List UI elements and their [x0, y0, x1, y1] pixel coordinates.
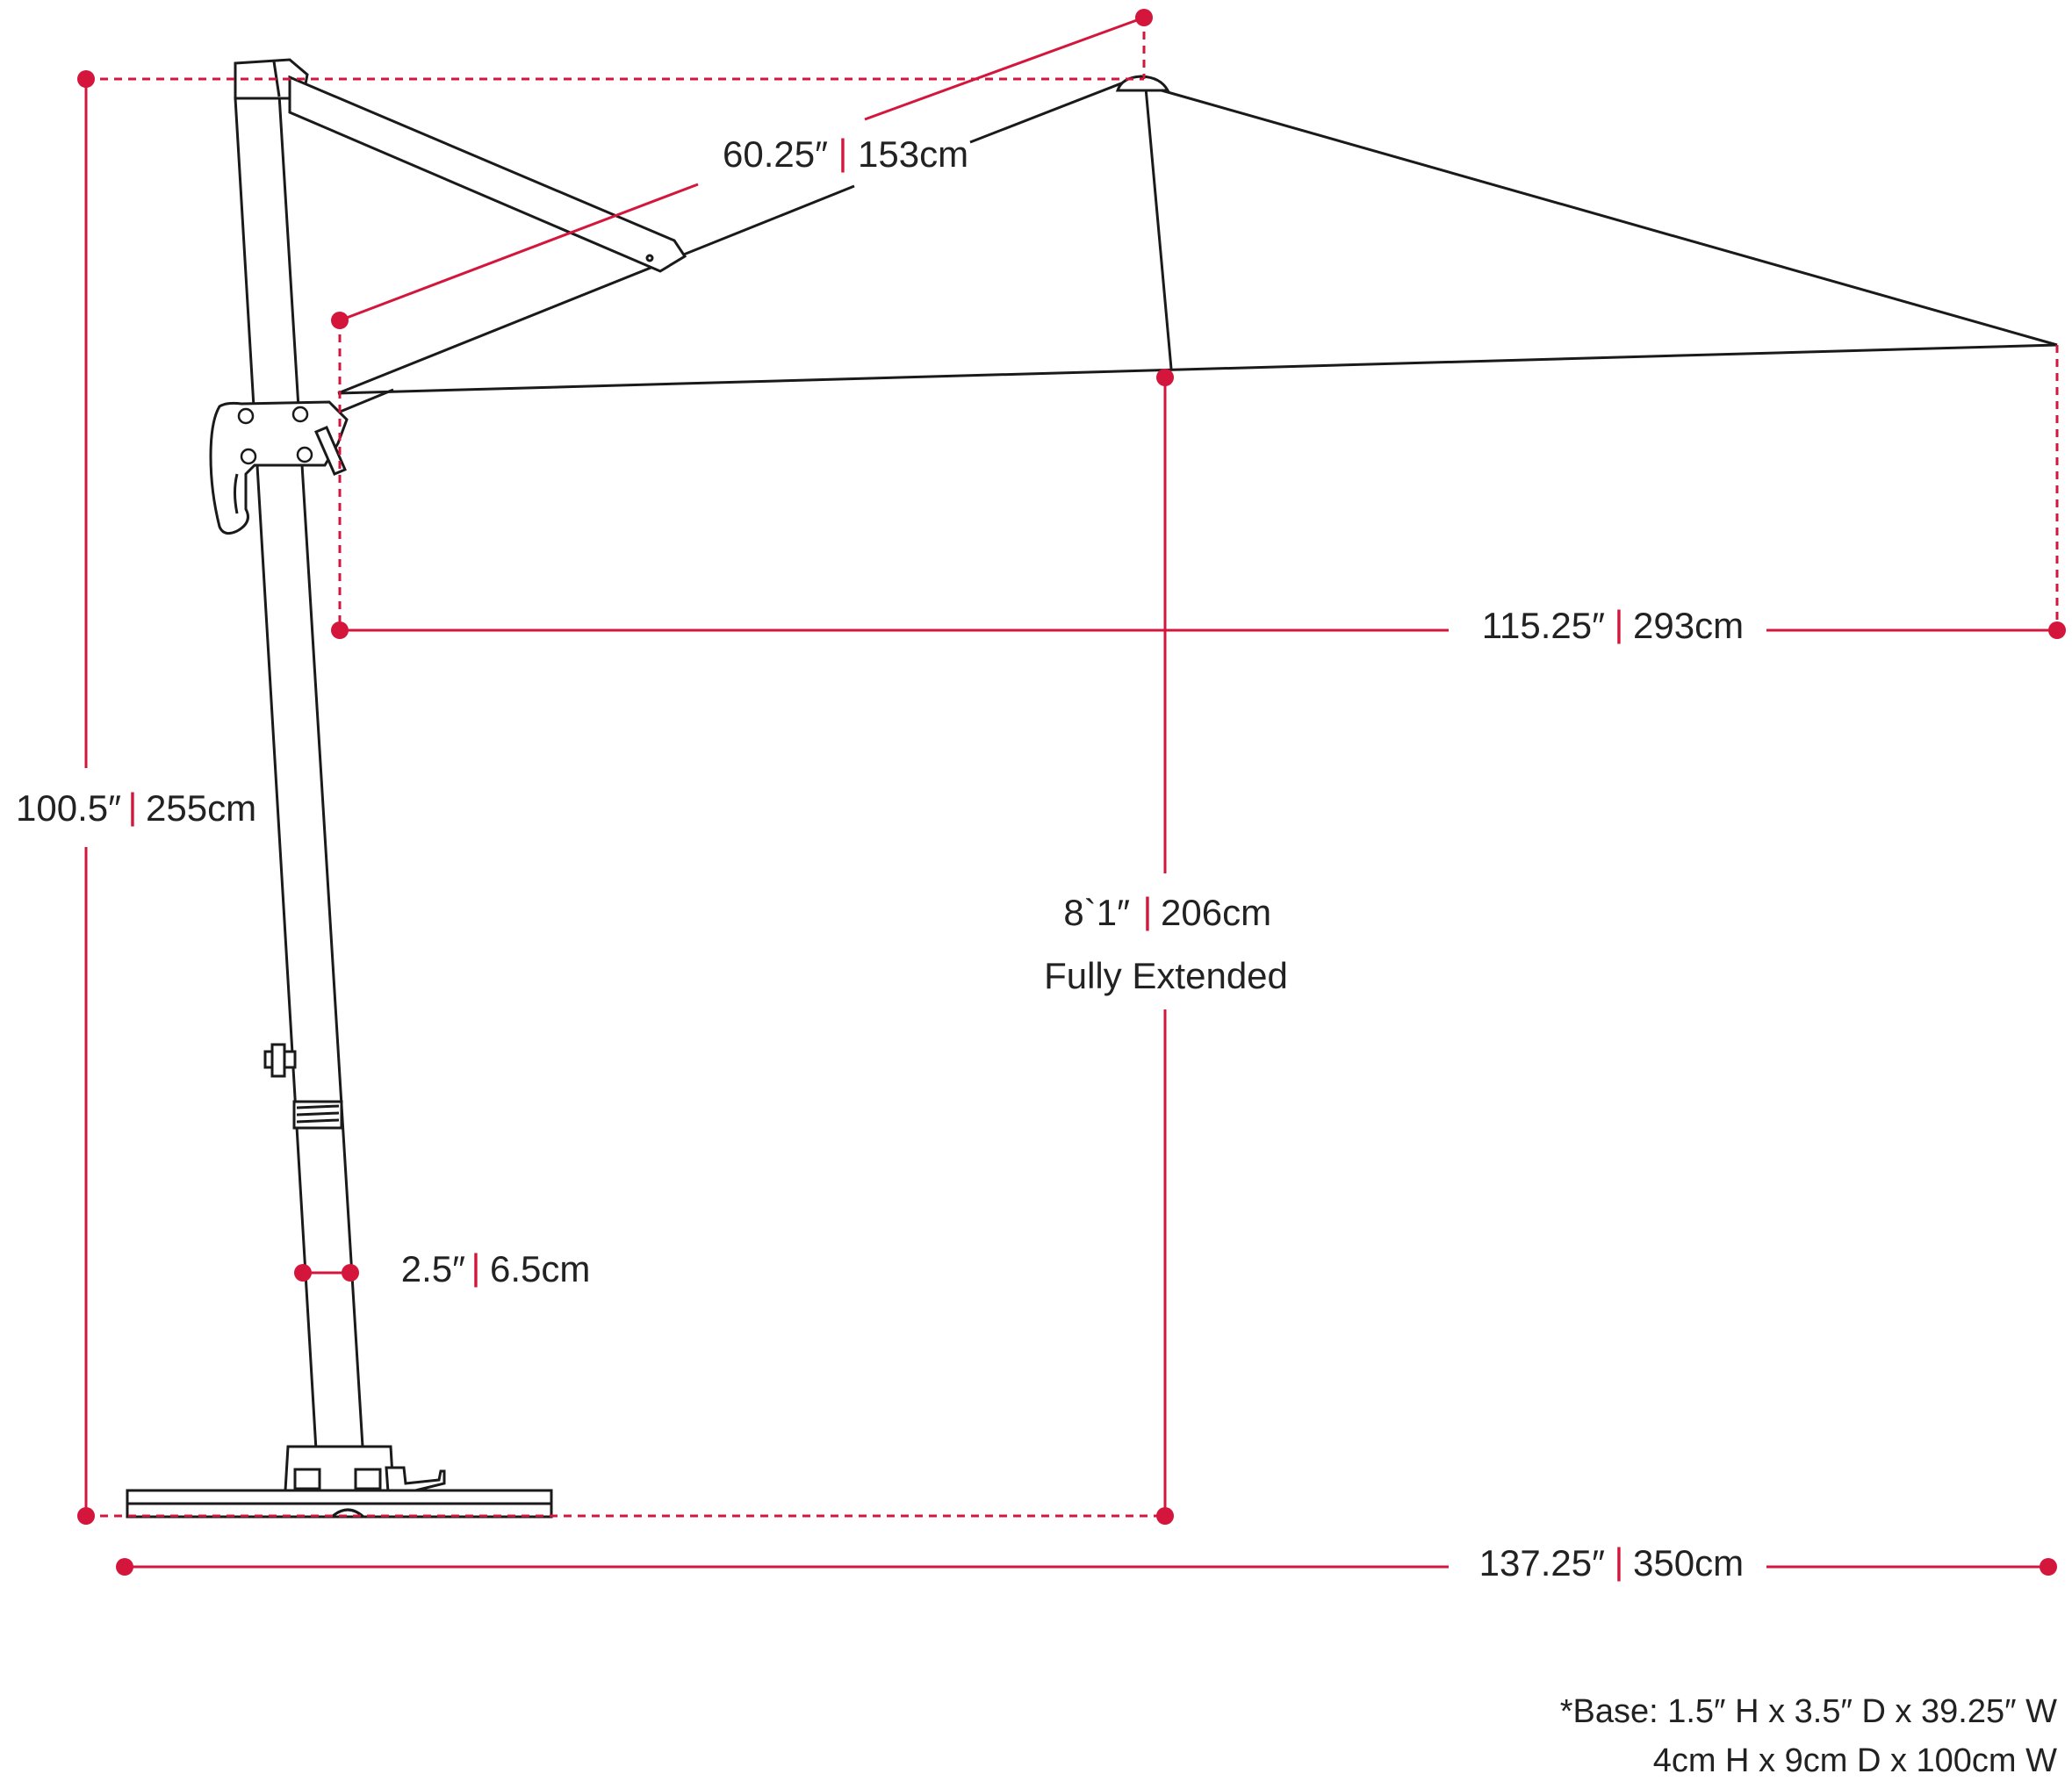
- arm-end-marker: [1135, 9, 1153, 26]
- height-bottom-marker: [77, 1507, 95, 1525]
- span-label-separator: |: [1615, 603, 1624, 644]
- clearance-top-marker: [1156, 369, 1174, 386]
- width-label-separator: |: [1615, 1540, 1624, 1582]
- pole-left-marker: [294, 1264, 312, 1282]
- arm-assembly: [234, 58, 687, 414]
- width-left-marker: [116, 1558, 133, 1576]
- pole-label-separator: |: [471, 1246, 481, 1288]
- clearance-label-separator: |: [1143, 890, 1153, 931]
- width-label-metric: 350cm: [1633, 1542, 1744, 1584]
- clearance-label-imperial: 8`1″: [1063, 892, 1130, 933]
- umbrella-drawing: [126, 58, 2058, 1519]
- arm-label-metric: 153cm: [858, 133, 968, 175]
- pole-label-metric: 6.5cm: [490, 1248, 590, 1289]
- base-note-line1: *Base: 1.5″ H x 3.5″ D x 39.25″ W: [1560, 1693, 2057, 1730]
- height-top-marker: [77, 70, 95, 88]
- pole: [234, 93, 364, 1452]
- arm-start-marker: [331, 312, 349, 329]
- arm-label-imperial: 60.25″: [723, 133, 828, 175]
- span-label-imperial: 115.25″: [1482, 605, 1605, 646]
- dimension-lines: [77, 9, 2066, 1576]
- width-label-imperial: 137.25″: [1479, 1542, 1605, 1584]
- pole-label-imperial: 2.5″: [401, 1248, 465, 1289]
- span-label-metric: 293cm: [1633, 605, 1744, 646]
- height-label-metric: 255cm: [146, 787, 256, 829]
- span-right-marker: [2048, 621, 2066, 639]
- base: [126, 1445, 553, 1519]
- width-right-marker: [2040, 1558, 2057, 1576]
- arm-label-separator: |: [838, 132, 848, 173]
- clearance-bottom-marker: [1156, 1507, 1174, 1525]
- base-note-line2: 4cm H x 9cm D x 100cm W: [1653, 1742, 2057, 1779]
- dimension-labels: 100.5″ | 255cm 60.25″ | 153cm 115.25″ | …: [16, 132, 2057, 1779]
- clearance-note: Fully Extended: [1044, 955, 1288, 996]
- span-left-marker: [331, 621, 349, 639]
- pole-fittings: [263, 1043, 343, 1130]
- height-label-separator: |: [128, 786, 138, 827]
- pole-right-marker: [342, 1264, 359, 1282]
- hub-bracket: [209, 400, 349, 535]
- height-label-imperial: 100.5″: [16, 787, 121, 829]
- clearance-label-metric: 206cm: [1161, 892, 1271, 933]
